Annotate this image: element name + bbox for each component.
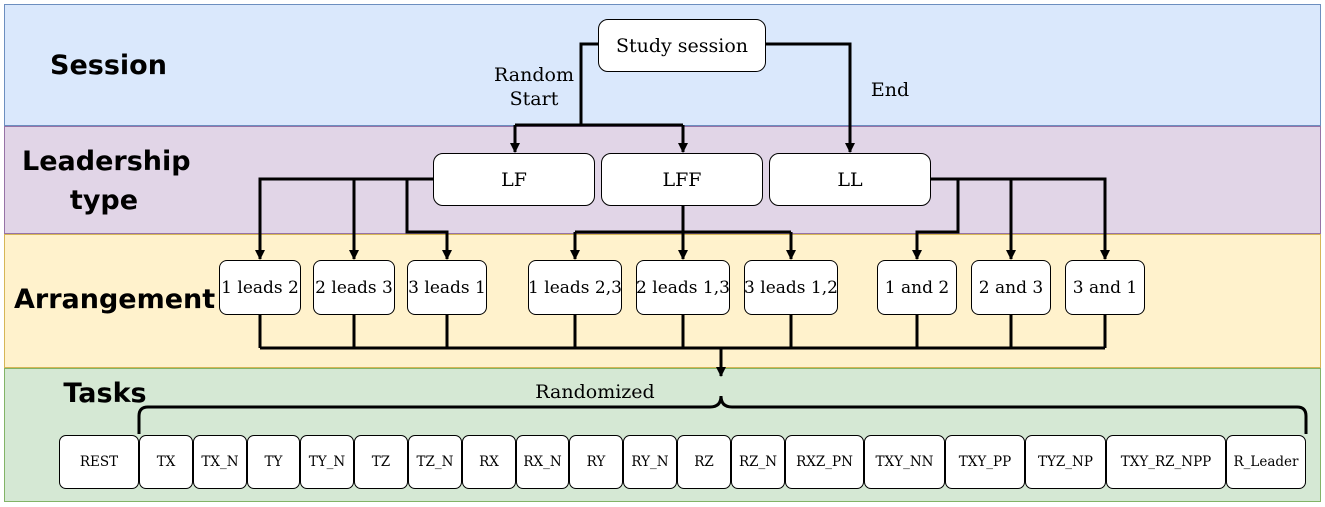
end-label: End — [870, 79, 910, 101]
task-node: TZ_N — [408, 435, 462, 489]
arrangement-node: 1 leads 2,3 — [528, 260, 622, 315]
random-start-label: Random Start — [494, 64, 574, 110]
arrangement-node: 2 leads 3 — [313, 260, 395, 315]
task-node: REST — [59, 435, 139, 489]
session-band-label: Session — [50, 50, 167, 81]
task-node: RZ — [677, 435, 731, 489]
task-node: TY — [247, 435, 300, 489]
task-node: R_Leader — [1226, 435, 1306, 489]
arrangement-node: 1 and 2 — [877, 260, 957, 315]
task-node: RX_N — [516, 435, 569, 489]
task-node: RY_N — [623, 435, 677, 489]
leadership-node-ll: LL — [769, 153, 931, 206]
tasks-band-label: Tasks — [63, 378, 147, 409]
arrangement-node: 3 leads 1,2 — [744, 260, 838, 315]
study-session-node: Study session — [598, 19, 766, 72]
arrangement-node: 2 leads 1,3 — [636, 260, 730, 315]
leadership-band-label: Leadership type — [22, 146, 191, 217]
task-node: TX_N — [193, 435, 247, 489]
leadership-node-lff: LFF — [601, 153, 763, 206]
task-node: TXY_RZ_NPP — [1106, 435, 1226, 489]
arrangement-node: 1 leads 2 — [219, 260, 301, 315]
arrangement-band-label: Arrangement — [14, 284, 216, 315]
task-node: TX — [139, 435, 193, 489]
arrangement-node: 3 and 1 — [1065, 260, 1145, 315]
randomized-label: Randomized — [535, 381, 655, 403]
task-node: RX — [462, 435, 516, 489]
task-node: RXZ_PN — [785, 435, 864, 489]
task-node: TXY_PP — [945, 435, 1025, 489]
leadership-node-lf: LF — [433, 153, 595, 206]
arrangement-node: 3 leads 1 — [407, 260, 487, 315]
task-node: TZ — [354, 435, 408, 489]
task-node: RZ_N — [731, 435, 785, 489]
arrangement-node: 2 and 3 — [971, 260, 1051, 315]
task-node: TY_N — [300, 435, 354, 489]
task-node: RY — [569, 435, 623, 489]
task-node: TXY_NN — [864, 435, 945, 489]
task-node: TYZ_NP — [1025, 435, 1106, 489]
